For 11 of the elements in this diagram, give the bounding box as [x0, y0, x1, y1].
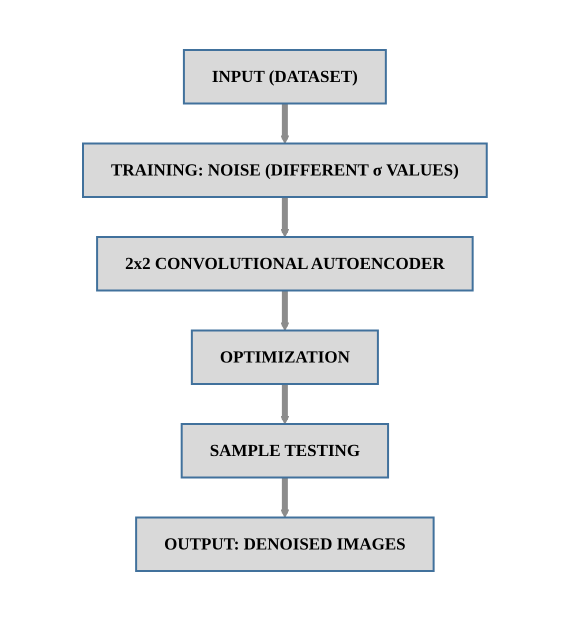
node-box: SAMPLE TESTING	[180, 422, 390, 478]
arrow	[280, 290, 290, 330]
node-box: OPTIMIZATION	[190, 329, 380, 384]
node-box: 2x2 CONVOLUTIONAL AUTOENCODER	[96, 236, 474, 291]
arrow	[280, 196, 290, 237]
arrow	[280, 477, 290, 518]
arrow	[280, 384, 290, 424]
node-box: OUTPUT: DENOISED IMAGES	[135, 516, 435, 572]
node-box: INPUT (DATASET)	[183, 48, 387, 104]
arrow	[280, 103, 290, 144]
node-box: TRAINING: NOISE (DIFFERENT σ VALUES)	[82, 142, 488, 198]
